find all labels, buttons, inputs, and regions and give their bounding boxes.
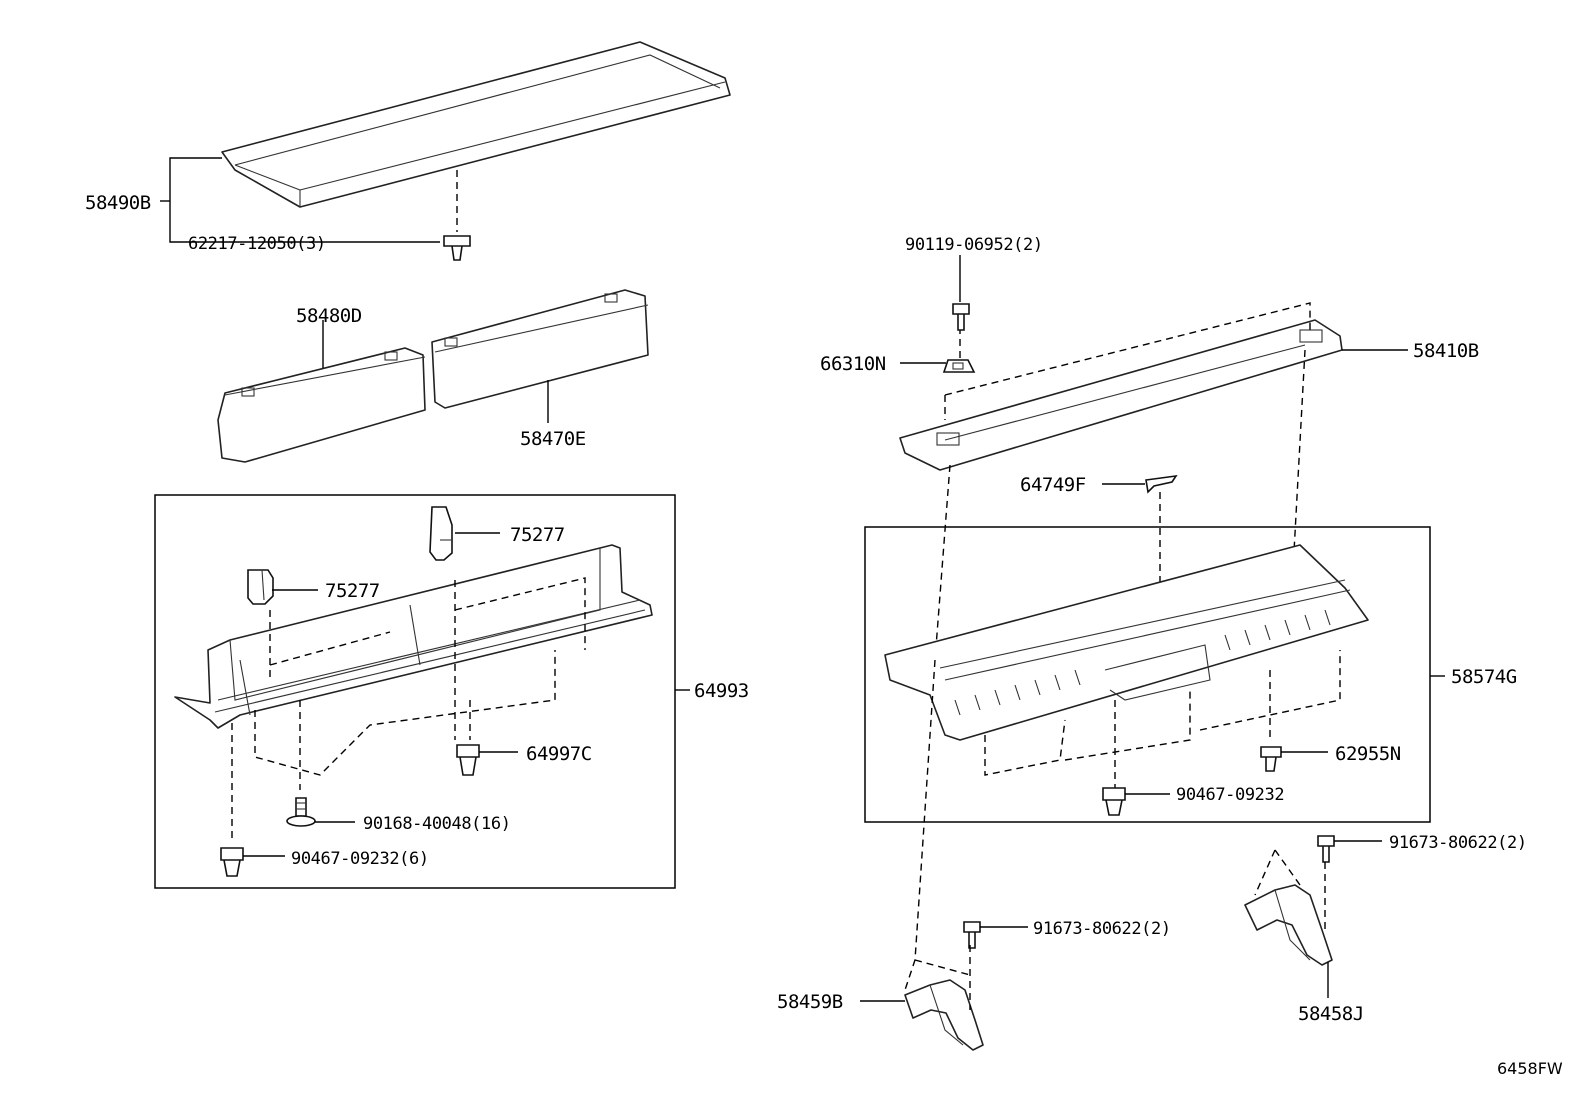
callout-62217-12050: 62217-12050(3) <box>188 234 326 254</box>
group-box-64993 <box>154 494 676 889</box>
scuff-ridges <box>954 609 1331 716</box>
callout-58574g: 58574G <box>1451 666 1517 688</box>
callout-90168-40048: 90168-40048(16) <box>363 814 511 834</box>
clip-90467-6-icon <box>220 847 244 877</box>
callout-58490b: 58490B <box>85 192 151 214</box>
callout-91673-80622-a: 91673-80622(2) <box>1033 919 1171 939</box>
callout-58458j: 58458J <box>1298 1003 1364 1025</box>
callout-58410b: 58410B <box>1413 340 1479 362</box>
dash-lines-58574g <box>984 650 1341 790</box>
clip-62955n-icon <box>1260 746 1282 772</box>
callout-62955n: 62955N <box>1335 743 1401 765</box>
diagram-reference-code: 6458FW <box>1497 1059 1563 1078</box>
clip-64997c-icon <box>456 744 480 776</box>
callout-91673-80622-b: 91673-80622(2) <box>1389 833 1527 853</box>
screw-91673-a-icon <box>963 921 981 949</box>
part-58490b-board <box>221 41 731 208</box>
callout-58459b: 58459B <box>777 991 843 1013</box>
screw-90119-icon <box>952 303 970 331</box>
group-box-58574g <box>864 526 1431 823</box>
part-58480d-cover <box>217 347 426 463</box>
callout-90119-06952: 90119-06952(2) <box>905 235 1043 255</box>
callout-75277-b: 75277 <box>510 524 565 546</box>
callout-64749f: 64749F <box>1020 474 1086 496</box>
clip-90467-icon <box>1102 787 1126 816</box>
callout-58480d: 58480D <box>296 305 362 327</box>
callout-58470e: 58470E <box>520 428 586 450</box>
callout-64993: 64993 <box>694 680 749 702</box>
nut-66310n-icon <box>942 359 976 373</box>
push-clip-62217-icon <box>443 235 471 261</box>
part-64993-panel <box>174 544 653 729</box>
dash-lines-58459b <box>904 659 971 1010</box>
callout-75277-a: 75277 <box>325 580 380 602</box>
part-58574g-scuff-plate <box>884 544 1369 741</box>
dash-lines-58458j <box>1254 849 1326 930</box>
dash-lines-64993 <box>231 577 586 838</box>
bracket-64749f-icon <box>1145 474 1178 494</box>
part-58458j-bracket <box>1244 884 1333 966</box>
screw-91673-b-icon <box>1317 835 1335 863</box>
part-58410b-strip <box>899 319 1343 471</box>
clip-75277-b-icon <box>429 506 453 561</box>
clip-75277-a-icon <box>247 569 274 605</box>
callout-90467-09232: 90467-09232 <box>1176 785 1284 805</box>
screw-90168-icon <box>286 797 316 827</box>
callout-90467-09232-6: 90467-09232(6) <box>291 849 429 869</box>
callout-66310n: 66310N <box>820 353 886 375</box>
part-58459b-bracket <box>904 979 984 1051</box>
callout-64997c: 64997C <box>526 743 592 765</box>
part-58470e-cover <box>431 289 649 409</box>
leader-58490b <box>169 157 440 243</box>
